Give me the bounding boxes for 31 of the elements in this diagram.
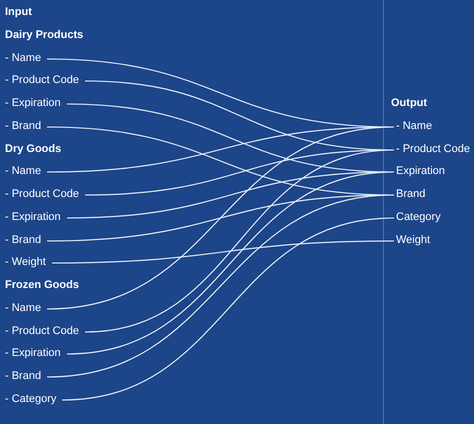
field-label: - Category	[5, 392, 56, 406]
connector-line	[62, 217, 394, 401]
field-label: - Expiration	[5, 210, 61, 224]
field-label: Brand	[396, 187, 426, 201]
connector-line	[52, 240, 394, 264]
group-heading: Dairy Products	[5, 28, 84, 42]
group-heading: Frozen Goods	[5, 278, 79, 292]
field-label: - Name	[5, 50, 42, 64]
field-label: - Brand	[5, 369, 42, 383]
field-label: - Name	[396, 118, 432, 133]
field-label: Weight	[396, 232, 430, 246]
connector-line	[66, 171, 394, 355]
field-label: - Name	[5, 300, 42, 315]
field-label: - Weight	[5, 255, 46, 270]
column-heading: Output	[391, 96, 428, 110]
field-label: - Product Code	[5, 324, 79, 338]
field-label: - Product Code	[5, 73, 79, 88]
connector-line	[46, 126, 394, 310]
field-label: Category	[396, 210, 441, 224]
field-label: - Expiration	[5, 96, 61, 110]
field-label: - Product Code	[396, 142, 470, 156]
connector-line	[46, 194, 394, 378]
field-label: - Name	[5, 164, 42, 178]
field-label: Expiration	[396, 164, 445, 178]
connector-line	[84, 149, 394, 333]
group-heading: Dry Goods	[5, 142, 62, 156]
field-label: - Brand	[5, 118, 42, 133]
field-label: - Expiration	[5, 346, 61, 360]
column-heading: Input	[5, 5, 32, 19]
field-label: - Product Code	[5, 187, 79, 201]
field-label: - Brand	[5, 232, 42, 246]
